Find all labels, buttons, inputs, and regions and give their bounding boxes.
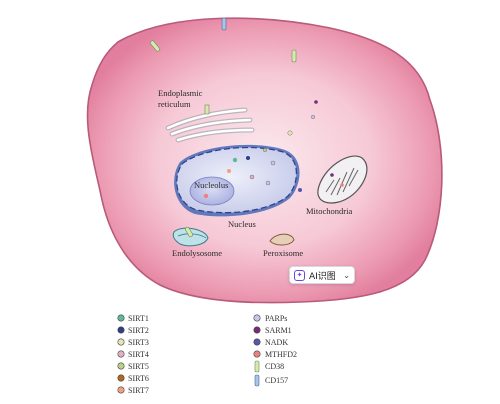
mitochondria-label: Mitochondria xyxy=(306,206,352,216)
legend-swatch xyxy=(253,338,261,346)
legend-label: NADK xyxy=(265,338,288,347)
endoplasmic-reticulum xyxy=(165,104,255,143)
er-label-line2: reticulum xyxy=(158,99,191,109)
cd157-marker xyxy=(221,17,227,31)
legend-swatch xyxy=(253,326,261,334)
legend-swatch xyxy=(253,314,261,322)
enzyme-dots xyxy=(203,100,344,199)
nucleolus-label: Nucleolus xyxy=(194,180,228,190)
legend-label: SIRT5 xyxy=(128,362,149,371)
legend-swatch xyxy=(117,326,125,334)
legend-swatch xyxy=(117,350,125,358)
sparkle-icon: ✦ xyxy=(294,269,305,281)
legend-label: SIRT3 xyxy=(128,338,149,347)
peroxisome-label: Peroxisome xyxy=(263,248,303,258)
legend-label: SIRT7 xyxy=(128,386,149,395)
er-label-line1: Endoplasmic xyxy=(158,88,203,98)
cd38-marker xyxy=(149,40,161,52)
cd38-marker xyxy=(185,226,193,238)
nucleolus xyxy=(189,176,235,206)
legend-swatch xyxy=(117,362,125,370)
legend-swatch xyxy=(254,360,260,373)
legend-label: SIRT1 xyxy=(128,314,149,323)
legend-label: CD157 xyxy=(265,376,288,385)
legend-label: SIRT4 xyxy=(128,350,149,359)
nucleus-label: Nucleus xyxy=(228,219,256,229)
legend-right: PARPs SARM1 NADK MTHFD2 CD38 CD157 xyxy=(253,314,297,387)
cd38-marker xyxy=(291,49,297,63)
ai-recognize-label: AI识图 xyxy=(309,271,336,282)
legend-swatch xyxy=(117,314,125,322)
ai-recognize-button[interactable]: ✦ AI识图 ⌄ xyxy=(289,266,355,284)
legend-swatch xyxy=(253,350,261,358)
legend-left: SIRT1 SIRT2 SIRT3 SIRT4 SIRT5 SIRT6 SIRT… xyxy=(117,314,149,395)
legend-label: SARM1 xyxy=(265,326,292,335)
legend-label: PARPs xyxy=(265,314,287,323)
endolysosome-label: Endolysosome xyxy=(172,248,222,258)
legend-label: CD38 xyxy=(265,362,284,371)
legend-label: MTHFD2 xyxy=(265,350,297,359)
legend-swatch xyxy=(117,386,125,394)
chevron-down-icon: ⌄ xyxy=(343,270,350,280)
peroxisome xyxy=(269,233,295,246)
legend-label: SIRT6 xyxy=(128,374,149,383)
legend-swatch xyxy=(117,338,125,346)
legend-swatch xyxy=(117,374,125,382)
legend-swatch xyxy=(254,374,260,387)
legend-label: SIRT2 xyxy=(128,326,149,335)
